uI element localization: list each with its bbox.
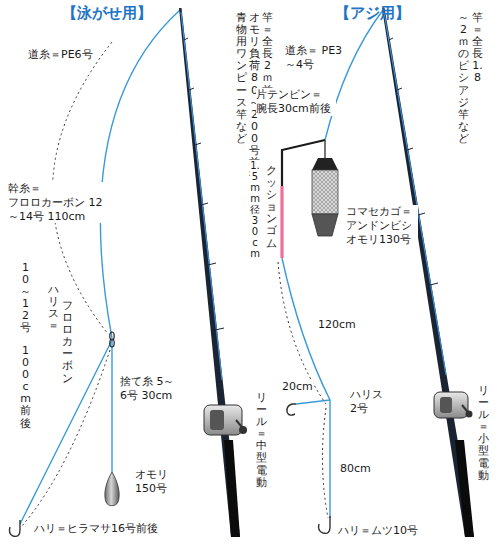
line-note: ハリス 2号 xyxy=(350,388,392,416)
rod-note: 青物用ワンピース竿など xyxy=(236,12,247,145)
rod-note: ～2ｍのビシアジ竿など xyxy=(458,12,469,145)
reel xyxy=(204,405,247,435)
line-note: 道糸＝ PE3～4号 xyxy=(285,44,347,72)
sinker-note: オモリ 150号 xyxy=(135,468,183,496)
balance-note: 片テンビン＝ 腕長30cm前後 xyxy=(256,88,336,116)
rod xyxy=(382,8,474,537)
length-note: 80cm xyxy=(340,462,371,476)
rubber-note: クッションゴム xyxy=(266,165,277,250)
line-note: 10～12号 xyxy=(20,262,31,335)
sinker-line xyxy=(111,340,112,472)
length-note: 20cm xyxy=(282,380,313,394)
rod xyxy=(179,8,240,537)
length-note: 120cm xyxy=(318,318,356,332)
hook xyxy=(9,520,20,536)
chum-cage xyxy=(312,158,338,236)
line-note: 捨て糸 5～6号 30cm xyxy=(120,375,178,403)
sinker xyxy=(105,472,119,506)
rod-guide xyxy=(389,38,438,285)
branch-line xyxy=(296,400,330,404)
line-note: ハリス＝ xyxy=(48,284,59,332)
cushion-rubber xyxy=(280,186,283,258)
length-guide xyxy=(278,262,326,404)
hook-note: ハリ＝ムツ10号 xyxy=(338,524,418,538)
section-heading: 【泳がせ用】 xyxy=(62,4,152,23)
reel-note: リール＝中型電動 xyxy=(256,392,267,489)
line-note: 道糸＝PE6号 xyxy=(28,48,93,62)
section-heading: 【アジ用】 xyxy=(335,4,410,23)
length-guide xyxy=(322,408,328,518)
reel xyxy=(434,392,473,418)
swivel xyxy=(110,332,114,347)
rod-note: 竿＝全長1.8 xyxy=(472,12,483,85)
line-note: フロロカーボン xyxy=(62,300,73,385)
main-line xyxy=(100,10,180,338)
hook xyxy=(287,404,296,415)
line-note: 幹糸＝ フロロカーボン 12～14号 110cm xyxy=(8,182,110,223)
cage-string xyxy=(324,140,325,158)
leader-line xyxy=(282,258,330,518)
main-line xyxy=(325,10,383,140)
hook-note: ハリ＝ヒラマサ16号前後 xyxy=(34,522,158,536)
reel-note: リール＝小型電動 xyxy=(478,385,489,482)
rubber-note: 1.5mm径30cm xyxy=(250,160,260,259)
cage-note: コマセカゴ＝ アンドンビシ オモリ130号 xyxy=(346,205,418,246)
line-note: 100cm前後 xyxy=(20,345,31,430)
rod-guide xyxy=(184,38,224,330)
hook xyxy=(319,516,331,533)
